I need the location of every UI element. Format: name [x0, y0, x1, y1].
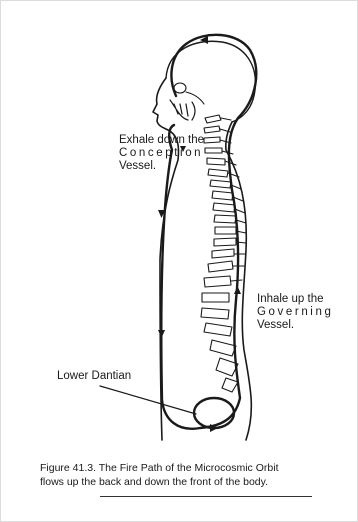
body-front-outline	[153, 78, 179, 440]
inhale-line-3: Vessel.	[257, 319, 333, 332]
caption-underline	[100, 496, 312, 497]
lower-dantian-pointer	[100, 386, 196, 414]
inhale-label: Inhale up the Governing Vessel.	[257, 293, 333, 332]
lower-dantian-label: Lower Dantian	[57, 370, 131, 383]
arrow-abdomen	[158, 330, 165, 338]
figure-caption: Figure 41.3. The Fire Path of the Microc…	[40, 461, 358, 489]
arrow-back	[234, 286, 241, 294]
skull-outline	[166, 41, 255, 122]
exhale-line-2: Conception	[119, 147, 204, 160]
caption-line-2: flows up the back and down the front of …	[40, 475, 358, 489]
skull-eye-socket	[174, 83, 186, 93]
skull-jaw	[170, 100, 195, 120]
lower-dantian-circle	[194, 398, 234, 428]
exhale-line-3: Vessel.	[119, 160, 204, 173]
skull-cheekbone	[186, 92, 204, 104]
exhale-line-1: Exhale down the	[119, 134, 204, 147]
exhale-label: Exhale down the Conception Vessel.	[119, 134, 204, 173]
caption-line-1: Figure 41.3. The Fire Path of the Microc…	[40, 461, 358, 475]
spine	[201, 115, 246, 392]
inhale-line-1: Inhale up the	[257, 293, 333, 306]
inhale-line-2: Governing	[257, 306, 333, 319]
